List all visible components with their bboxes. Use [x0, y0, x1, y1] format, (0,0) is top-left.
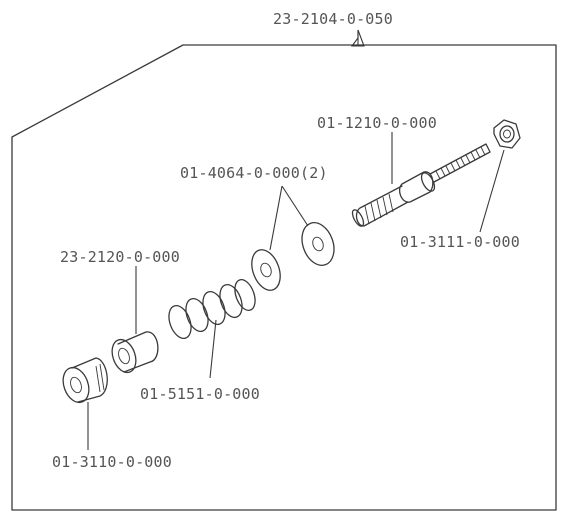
washers-leader — [269, 185, 309, 251]
washer-parts — [251, 222, 335, 291]
small-nut-leader — [479, 149, 505, 233]
small-nut-part — [493, 119, 521, 149]
assembly-number-label: 23-2104-0-050 — [273, 10, 393, 28]
stud-part-number: 01-1210-0-000 — [317, 114, 437, 132]
small-nut-part-number: 01-3111-0-000 — [400, 233, 520, 251]
large-nut-part — [62, 357, 108, 404]
spring-leader — [209, 319, 217, 379]
assembly-frame — [11, 44, 557, 511]
large-nut-part-number: 01-3110-0-000 — [52, 453, 172, 471]
stud-part — [351, 143, 491, 227]
spring-part-number: 01-5151-0-000 — [140, 385, 260, 403]
washers-part-number: 01-4064-0-000(2) — [180, 164, 328, 182]
spring-part — [168, 279, 256, 339]
bushing-part — [111, 331, 159, 374]
bushing-part-number: 23-2120-0-000 — [60, 248, 180, 266]
